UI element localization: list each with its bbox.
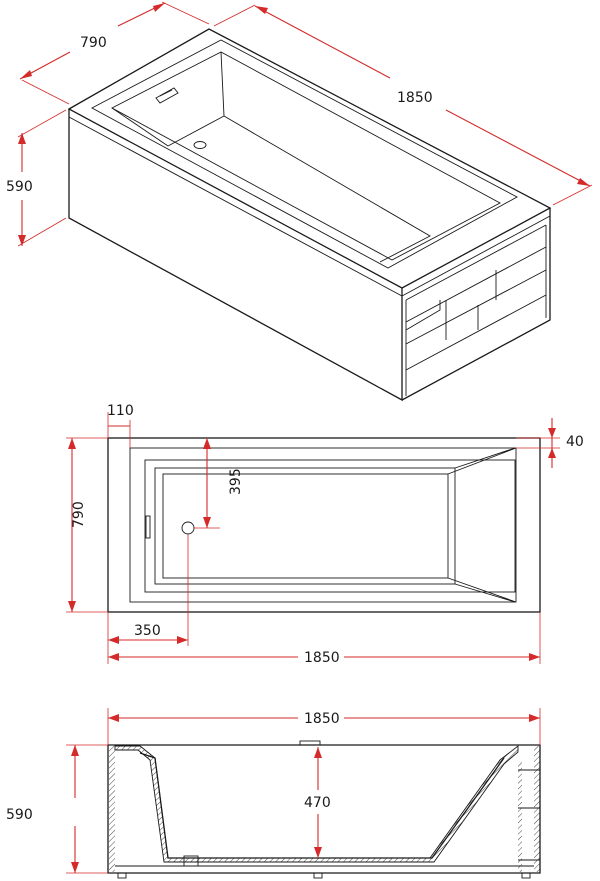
iso-overflow-icon (155, 87, 179, 104)
top-rim-inner (129, 447, 517, 603)
top-width-label: 790 (71, 501, 87, 528)
side-outer-profile (107, 744, 541, 874)
side-feet-2 (313, 872, 323, 879)
iso-width-label: 790 (80, 35, 107, 51)
iso-dim-length: 1850 (213, 4, 593, 206)
top-length-label: 1850 (304, 650, 340, 666)
iso-basin-wall (111, 107, 169, 147)
iso-basin-inner (111, 51, 501, 261)
side-right-wall-hatch (534, 746, 540, 872)
iso-dim-width: 790 (19, 1, 210, 105)
top-drain-icon (181, 521, 195, 535)
iso-shelves (405, 224, 547, 396)
top-sloped-back (447, 447, 517, 603)
iso-end-face (401, 208, 551, 401)
side-basin-profile (139, 752, 505, 859)
top-dim-drain-y: 395 (194, 438, 244, 529)
side-drain-icon (183, 855, 199, 867)
side-dim-height: 590 (6, 744, 108, 874)
top-rim-end-label: 40 (566, 434, 584, 450)
iso-basin-slope (220, 51, 225, 117)
top-drain-x-label: 350 (134, 623, 161, 639)
side-dim-length: 1850 (107, 708, 541, 745)
side-feet (117, 872, 127, 879)
side-feet-3 (521, 872, 531, 879)
top-outer-rect (107, 437, 541, 613)
side-shelf-lines (518, 769, 540, 861)
side-shelf-hatch (518, 762, 522, 872)
top-basin-floor (162, 473, 449, 579)
iso-rim-end-edge (401, 215, 551, 297)
iso-view: 790 1850 590 (6, 1, 593, 402)
side-left-wall-hatch (109, 746, 115, 872)
side-height-label: 590 (6, 807, 33, 823)
iso-basin-outer (91, 39, 518, 269)
top-rim-label: 110 (107, 403, 134, 419)
iso-basin-floor (167, 115, 431, 263)
top-dim-length: 1850 (107, 612, 541, 666)
top-dim-rim: 110 (107, 403, 134, 448)
top-basin-wall (154, 467, 456, 585)
top-basin-rim (144, 459, 516, 593)
iso-drain-icon (193, 141, 207, 149)
side-dim-inner-depth: 470 (304, 747, 331, 858)
iso-dim-height: 590 (6, 109, 67, 247)
iso-outer-rim (67, 28, 552, 289)
side-view: 1850 590 470 (6, 708, 541, 879)
side-inner-depth-label: 470 (304, 795, 331, 811)
top-dim-drain-x: 350 (107, 534, 189, 646)
top-view: 110 40 790 395 (66, 403, 584, 666)
side-overflow-icon (299, 740, 321, 746)
top-overflow-icon (145, 515, 151, 539)
top-dim-width: 790 (66, 437, 108, 613)
top-drain-y-label: 395 (228, 468, 244, 495)
iso-height-label: 590 (6, 179, 33, 195)
top-dim-rim-end: 40 (516, 418, 584, 468)
side-length-label: 1850 (304, 711, 340, 727)
iso-rim-inner-edge (68, 116, 403, 297)
iso-length-label: 1850 (397, 90, 433, 106)
iso-front-face (68, 109, 403, 402)
